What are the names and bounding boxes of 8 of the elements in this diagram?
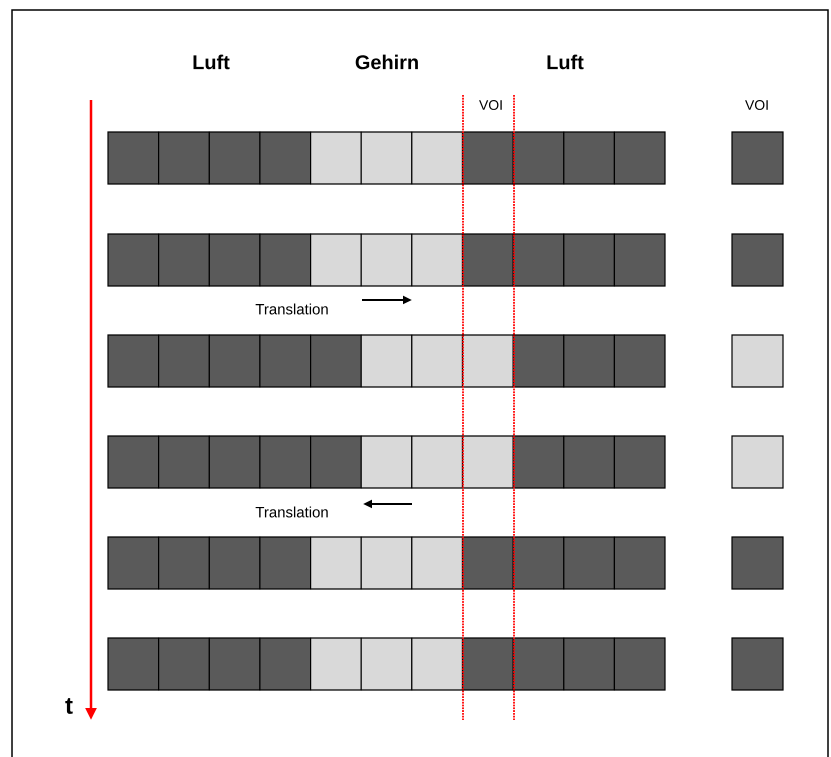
translation-label: Translation (254, 506, 330, 518)
translation-label: Translation (254, 302, 330, 316)
voi-label: VOI (744, 99, 770, 111)
voi-label: VOI (478, 99, 504, 111)
region-label: Luft (191, 54, 231, 70)
axis-label: t (64, 697, 74, 715)
region-label: Gehirn (354, 54, 420, 70)
region-label: Luft (545, 54, 585, 70)
